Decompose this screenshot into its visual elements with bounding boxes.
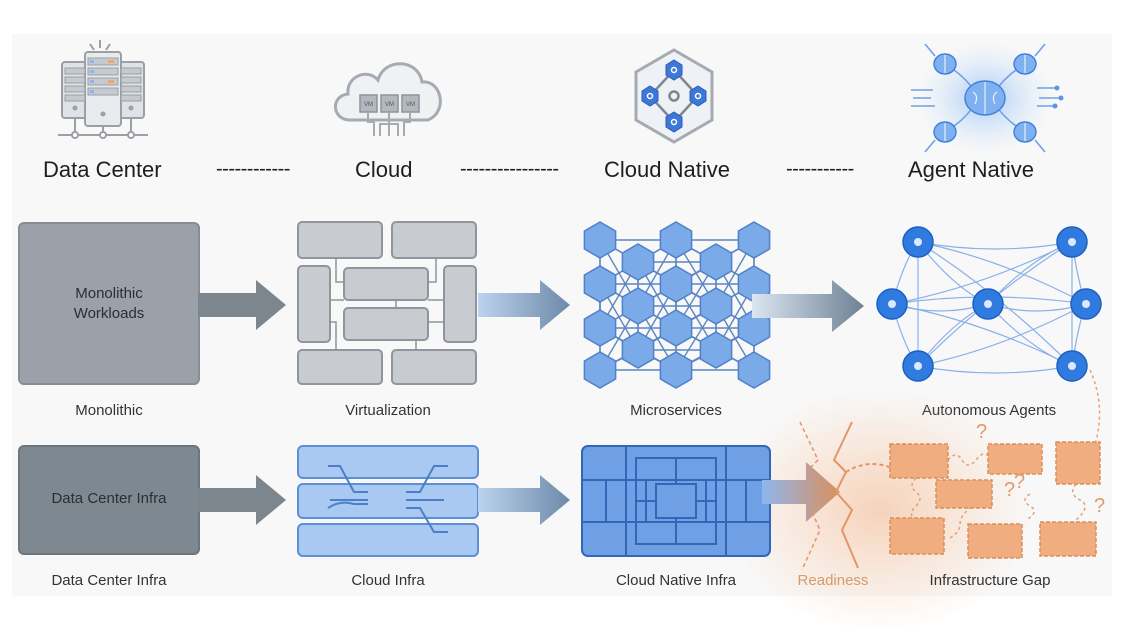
agent-link (917, 303, 1087, 367)
broken-infra-block (889, 517, 945, 555)
caption-cloud-infra: Cloud Infra (351, 572, 425, 589)
agent-node-core (984, 300, 992, 308)
agent-node-core (888, 300, 896, 308)
cloud-infra-diagram (297, 445, 479, 557)
cloud-vm-icon: VM VM VM (334, 62, 442, 136)
service-hexagon (583, 351, 617, 389)
squiggle-link (1024, 493, 1035, 521)
squiggle-link (949, 507, 971, 539)
readiness-glow (730, 390, 1030, 630)
stage-title-cloud-native: Cloud Native (604, 157, 730, 182)
caption-readiness: Readiness (797, 572, 869, 589)
arrow-virtualization-to-microservices (478, 280, 570, 330)
caption-monolithic: Monolithic (75, 402, 143, 419)
service-hexagon (659, 221, 693, 259)
service-hexagon (621, 287, 655, 325)
caption-data-center-infra: Data Center Infra (51, 572, 167, 589)
vm-label: VM (406, 102, 415, 108)
broken-infra-block (935, 479, 993, 509)
caption-microservices: Microservices (630, 402, 722, 419)
box-label-line: Workloads (73, 305, 145, 322)
service-hexagon (737, 221, 771, 259)
question-mark-icon: ? (1014, 471, 1025, 493)
squiggle-link (910, 477, 921, 519)
agent-node-core (1068, 238, 1076, 246)
broken-infra-block (987, 443, 1043, 475)
agent-node-core (914, 362, 922, 370)
question-mark-icon: ? (1004, 479, 1015, 501)
agent-node-core (914, 238, 922, 246)
dashed-arrow-from-agents (1089, 369, 1101, 455)
broken-infra-block (967, 523, 1023, 559)
agent-link (917, 365, 1073, 374)
caption-cloud-native-infra: Cloud Native Infra (615, 572, 737, 589)
stage-connector: ----------- (786, 158, 854, 180)
service-hexagon (659, 265, 693, 303)
service-hexagon (621, 331, 655, 369)
broken-infra-block (889, 443, 949, 479)
question-mark-icon: ? (1094, 495, 1105, 517)
kubernetes-hexagon-icon (634, 48, 714, 144)
data-center-infra-box (18, 445, 200, 555)
arrow-dc-infra-to-cloud-infra (198, 475, 286, 525)
virtualization-diagram (297, 221, 477, 385)
service-hexagon (583, 309, 617, 347)
monolithic-workloads-label: Monolithic Workloads (18, 284, 200, 324)
brain-network-icon (911, 40, 1064, 156)
autonomous-agents-network (876, 226, 1102, 382)
service-hexagon (583, 221, 617, 259)
caption-virtualization: Virtualization (345, 402, 431, 419)
arrow-microservices-to-agents (752, 280, 864, 332)
service-hexagon (583, 265, 617, 303)
service-hexagon (659, 309, 693, 347)
server-rack-icon (58, 40, 148, 139)
arrow-cloud-infra-to-native-infra (478, 475, 570, 525)
service-hexagon (621, 243, 655, 281)
agent-link (917, 241, 1087, 305)
stage-connector: ------------ (216, 158, 290, 180)
squiggle-link (1072, 483, 1086, 521)
caption-infrastructure-gap: Infrastructure Gap (929, 572, 1051, 589)
service-hexagon (699, 243, 733, 281)
box-label-line: Monolithic (75, 285, 143, 302)
cloud-native-infra-diagram (581, 445, 771, 557)
service-hexagon (737, 309, 771, 347)
squiggle-link (947, 453, 989, 466)
service-hexagon (659, 351, 693, 389)
stage-connector: ---------------- (460, 158, 559, 180)
vm-label: VM (364, 102, 373, 108)
agent-link (917, 241, 1073, 250)
service-hexagon (699, 331, 733, 369)
service-hexagon (699, 287, 733, 325)
data-center-infra-label: Data Center Infra (51, 490, 167, 507)
stage-title-agent-native: Agent Native (908, 157, 1034, 182)
question-mark-icon: ? (976, 421, 987, 443)
agent-node-core (1068, 362, 1076, 370)
service-hexagon (737, 351, 771, 389)
arrow-monolithic-to-virtualization (198, 280, 286, 330)
broken-infra-block (1055, 441, 1101, 485)
agent-node-core (1082, 300, 1090, 308)
vm-label: VM (385, 102, 394, 108)
broken-infra-block (1039, 521, 1097, 557)
microservices-mesh (583, 221, 771, 389)
monolithic-workloads-box (18, 222, 200, 385)
infrastructure-gap-diagram: ???? (889, 369, 1105, 559)
stage-title-cloud: Cloud (355, 157, 413, 182)
stage-title-data-center: Data Center (43, 157, 162, 182)
